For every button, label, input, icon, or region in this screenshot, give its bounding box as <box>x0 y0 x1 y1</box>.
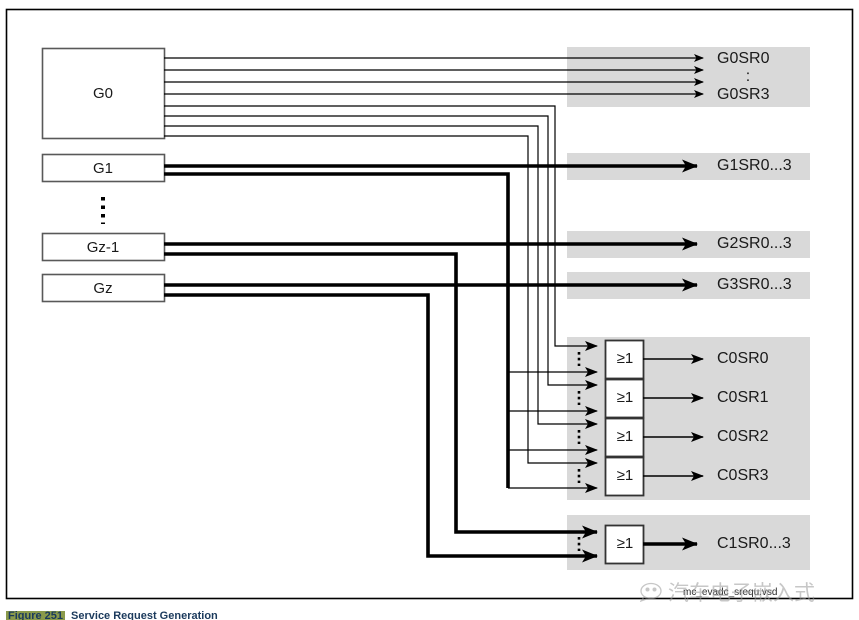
gz-c1sr-feed-line <box>164 293 598 563</box>
or-gate-boxes <box>604 339 645 565</box>
or-gate-symbol-c0sr2: ≥1 <box>616 428 634 445</box>
source-file-label: mc_evadc_srequ.vsd <box>683 587 778 598</box>
or-gate-box-c1sr[interactable] <box>604 524 645 565</box>
output-label-g0-ellipsis: : <box>745 68 751 85</box>
figure-caption-text: Service Request Generation <box>71 611 218 620</box>
output-label-g0sr3: G0SR3 <box>717 86 770 103</box>
or-gate-symbol-c0sr3: ≥1 <box>616 467 634 484</box>
group-box-gz[interactable] <box>41 273 166 303</box>
or-gate-output-label-c0sr0: C0SR0 <box>717 350 769 367</box>
or-gate-output-label-c0sr1: C0SR1 <box>717 389 769 406</box>
output-label-g2sr: G2SR0...3 <box>717 235 792 252</box>
group-boxes <box>41 47 166 303</box>
gz1-c1sr-feed-line <box>164 252 598 539</box>
or-gate-output-label-c1sr: C1SR0...3 <box>717 535 791 552</box>
group-box-gz1[interactable] <box>41 232 166 262</box>
or-gate-symbol-c0sr1: ≥1 <box>616 389 634 406</box>
or-gate-box-c0sr2[interactable] <box>604 417 645 458</box>
figure-caption: Figure 251 Service Request Generation <box>6 611 218 620</box>
group-label-gz: Gz <box>93 280 113 297</box>
or-gate-output-lines <box>643 354 704 481</box>
or-gate-output-label-c0sr2: C0SR2 <box>717 428 769 445</box>
or-gate-output-label-c0sr3: C0SR3 <box>717 467 769 484</box>
g0-or-feed-lines <box>164 105 598 468</box>
or-gate-box-c0sr3[interactable] <box>604 456 645 497</box>
group-box-g0[interactable] <box>41 47 166 140</box>
or-gate-symbol-c0sr0: ≥1 <box>616 350 634 367</box>
group-label-g0: G0 <box>92 85 113 102</box>
output-label-g0sr0: G0SR0 <box>717 50 770 67</box>
gate-bottom-input-taps <box>508 367 598 493</box>
or-gate-symbol-c1sr: ≥1 <box>616 535 634 552</box>
output-label-g3sr: G3SR0...3 <box>717 276 792 293</box>
g0-direct-lines <box>164 54 704 98</box>
group-label-gz1: Gz-1 <box>86 239 120 256</box>
figure-caption-tag: Figure 251 <box>6 611 66 620</box>
output-label-g1sr: G1SR0...3 <box>717 157 792 174</box>
g1-trunk-line <box>164 172 510 488</box>
group-label-g1: G1 <box>92 160 113 177</box>
group-box-g1[interactable] <box>41 153 166 183</box>
band-g0sr <box>567 47 810 107</box>
